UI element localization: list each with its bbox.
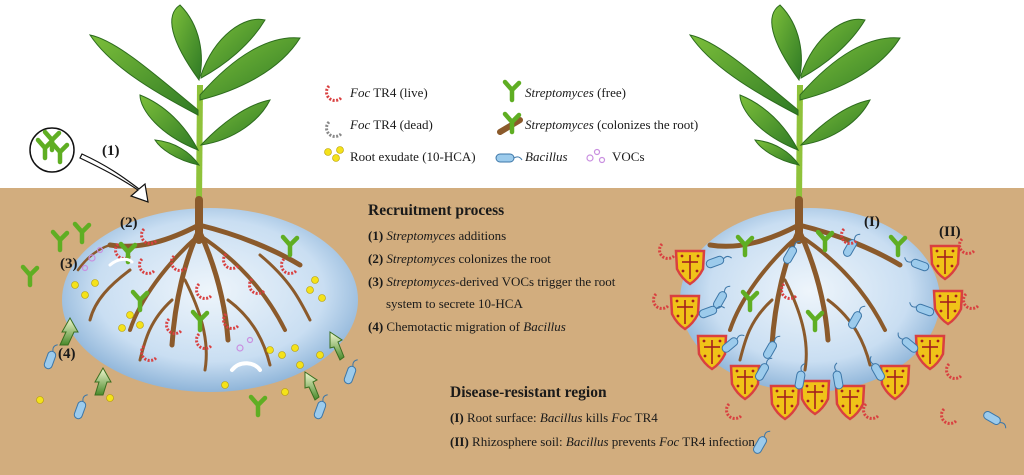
resistant-item-2: (II) Rhizosphere soil: Bacillus prevents… (450, 434, 755, 449)
foc-live-icon (325, 84, 343, 102)
marker-2: (2) (120, 215, 138, 231)
right-plant (688, 4, 903, 372)
recruitment-step-3: (3) Streptomyces-derived VOCs trigger th… (368, 274, 616, 289)
left-plant (76, 4, 312, 372)
legend-streptomyces-free: Streptomyces (free) (525, 85, 626, 100)
legend-icons (324, 82, 606, 164)
legend-bacillus: Bacillus (525, 149, 568, 164)
marker-I: (I) (864, 214, 880, 230)
root-exudate-icon (324, 146, 344, 162)
recruitment-step-1: (1) Streptomyces additions (368, 228, 507, 243)
foc-dead-icon (325, 120, 343, 138)
recruitment-step-2: (2) Streptomyces colonizes the root (368, 251, 551, 266)
left-microbes (23, 224, 361, 421)
marker-4: (4) (58, 346, 76, 362)
marker-3: (3) (60, 256, 78, 272)
vocs-icon (586, 148, 606, 164)
streptomyces-colonize-icon (497, 114, 523, 135)
left-rhizosphere (62, 208, 358, 392)
strep-addition-circle (29, 127, 75, 173)
legend-streptomyces-colonize: Streptomyces (colonizes the root) (525, 117, 699, 132)
resistant-title: Disease-resistant region (450, 384, 607, 401)
marker-1: (1) (102, 143, 120, 159)
legend-root-exudate: Root exudate (10-HCA) (350, 149, 476, 164)
bacillus-icon (495, 153, 523, 163)
recruitment-step-3-cont: system to secrete 10-HCA (386, 296, 523, 311)
streptomyces-free-icon (505, 82, 519, 100)
legend-foc-live: Foc TR4 (live) (350, 85, 428, 100)
marker-II: (II) (939, 224, 961, 240)
legend-vocs: VOCs (612, 149, 645, 164)
resistant-item-1: (I) Root surface: Bacillus kills Foc TR4 (450, 410, 658, 425)
addition-arrow (79, 153, 149, 203)
recruitment-step-4: (4) Chemotactic migration of Bacillus (368, 319, 566, 334)
legend-foc-dead: Foc TR4 (dead) (350, 117, 433, 132)
recruitment-title: Recruitment process (368, 202, 505, 219)
